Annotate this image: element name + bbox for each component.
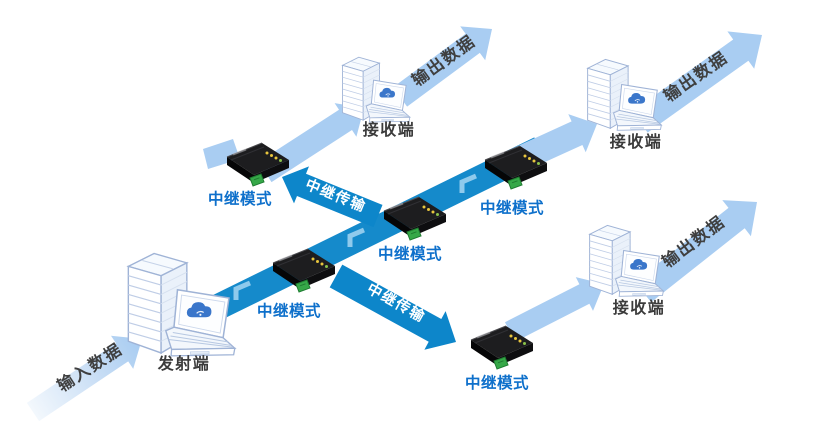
relay-label-3: 中继模式 [480,198,544,217]
receiver-icon-1 [341,56,411,123]
receiver-label-3: 接收端 [613,298,666,317]
relay-label-4: 中继模式 [208,189,272,208]
relay-transfer-arrow-lower [329,264,456,350]
relay-transfer-arrow-upper [282,166,383,228]
relay-label-2: 中继模式 [378,244,442,263]
output-data-arrow-3 [634,200,757,303]
relay-label-1: 中继模式 [257,301,321,320]
relay-label-5: 中继模式 [465,373,529,392]
relay-to-receiver-arrow-2 [505,277,604,342]
transmitter-icon [127,252,236,357]
input-data-arrow [26,335,142,422]
receiver-label-1: 接收端 [363,120,416,139]
receiver-icon-2 [587,58,662,131]
receiver-icon-3 [589,224,664,297]
transmitter-label: 发射端 [157,354,211,373]
output-data-arrow-1 [392,26,492,107]
receiver-label-2: 接收端 [610,132,663,151]
backbone-band [206,137,546,322]
output-data-arrow-2 [632,31,762,133]
